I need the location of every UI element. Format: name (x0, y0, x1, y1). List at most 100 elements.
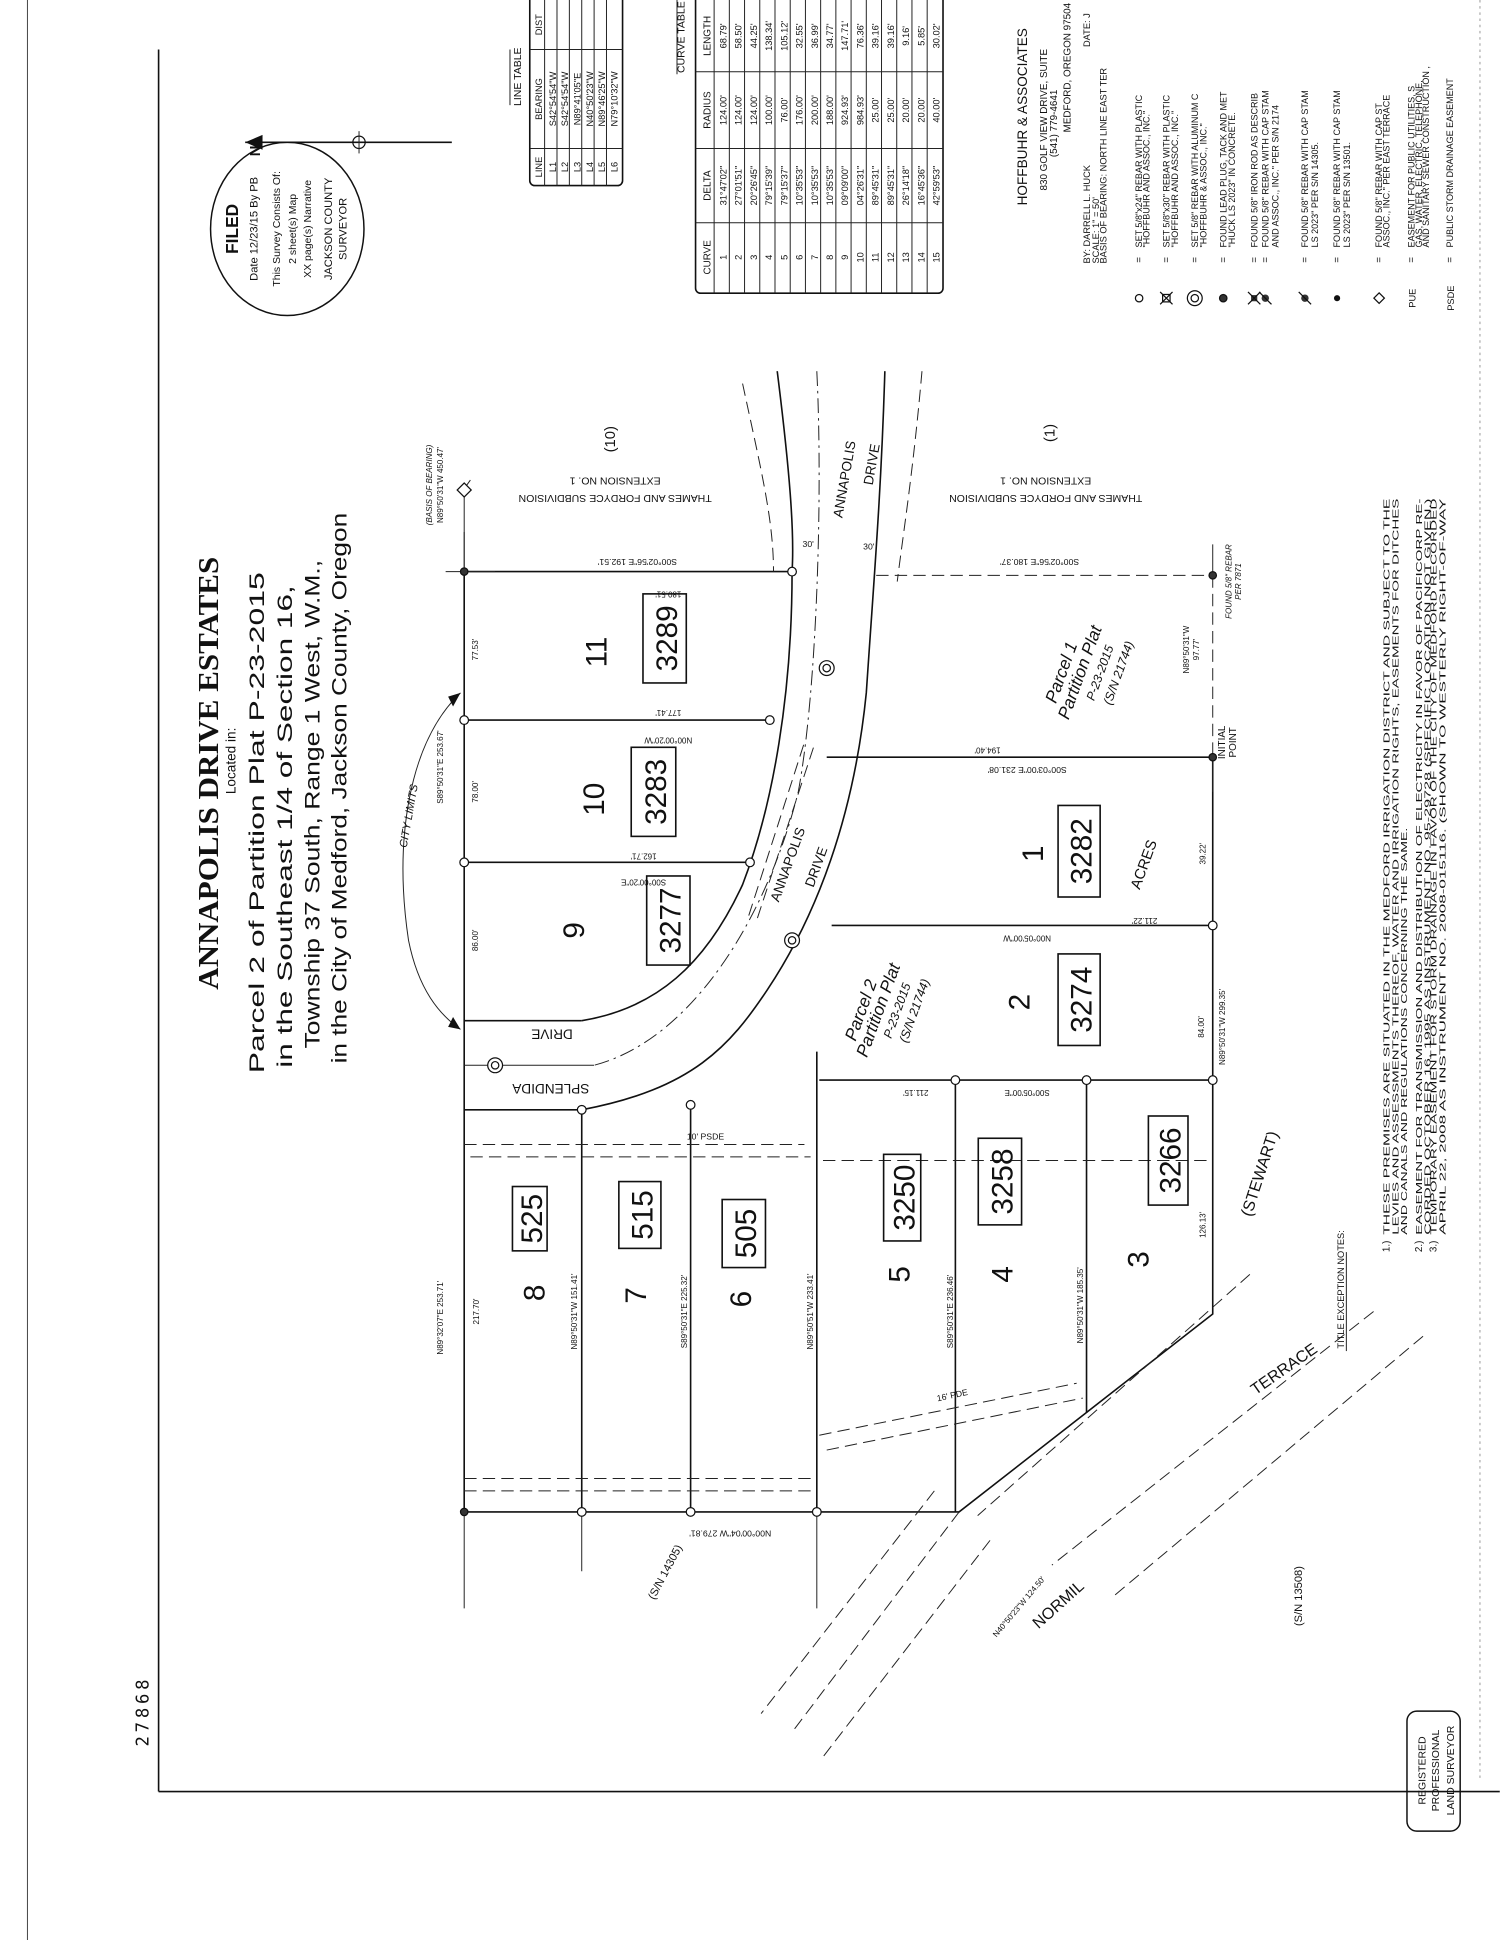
line-table-cell-line: L2 (560, 162, 570, 172)
curve-table-cell: 124.00' (749, 95, 759, 125)
street-annapolis-north: ANNAPOLIS (830, 440, 858, 519)
stamp-consists: This Survey Consists Of: (271, 171, 283, 287)
company-city: MEDFORD, OREGON 97504 (1062, 2, 1073, 132)
legend-equals: = (1300, 257, 1311, 263)
lot1-2-line: N00°05'00"W (1003, 933, 1051, 942)
north-line-1: S00°02'56"E 192.51' (597, 557, 677, 567)
legend-equals: = (1260, 257, 1271, 263)
legend-description: FOUND 5/8" REBAR WITH CAP ST (1374, 103, 1384, 248)
west-line-south: N89°32'07"E 253.71' (436, 1280, 445, 1354)
lot6-line: S89°50'31"E 225.32' (680, 1274, 689, 1348)
curve-table-title: CURVE TABLE (675, 1, 687, 73)
legend-description: FOUND 5/8" REBAR WITH CAP STAM (1260, 90, 1270, 247)
note-number: 2.) (1414, 1241, 1425, 1253)
lot-address: 525 (516, 1194, 549, 1244)
stamp-date: Date 12/23/15 By PB (249, 177, 261, 281)
dist-77: 77.53' (471, 638, 480, 660)
curve-table-cell: 147.71' (840, 21, 850, 51)
curve-table-cell: 32.55' (795, 23, 805, 48)
dist-126: 126.13' (1198, 1211, 1207, 1238)
curve-table-cell: 44.25' (749, 23, 759, 48)
title-location-line: in the City of Medford, Jackson County, … (329, 513, 352, 1064)
curve-table-cell: 11 (871, 253, 881, 263)
legend-description: "HUCK LS 2023" IN CONCRETE. (1227, 112, 1237, 247)
stamp-pages: XX page(s) Narrative (302, 180, 314, 278)
dist-84: 84.00' (1197, 1016, 1206, 1038)
legend-description: "HOFFBUHR AND ASSOC., INC." (1170, 111, 1180, 248)
curve-table-cell: 5.85' (916, 26, 926, 46)
legend-symbol-open-square-x-icon (1159, 291, 1173, 305)
lot-number: 8 (519, 1285, 552, 1302)
lot-number: 5 (884, 1266, 917, 1283)
curve-table-cell: 4 (764, 255, 774, 260)
city-limits-arrowheads (448, 692, 461, 1030)
curve-table-cell: 40.00' (932, 97, 942, 122)
legend-description: AND ASSOC., INC." PER S/N 2174 (1270, 105, 1280, 248)
survey-scale: SCALE: 1" = 50' (1091, 197, 1101, 264)
splendida-drive-lines (464, 1019, 582, 1111)
lot-address: 3266 (1155, 1128, 1188, 1194)
curve-table-cell: 7 (810, 255, 820, 260)
note-text: LEVIES AND ASSESSMENTS THEREOF, WATER AN… (1390, 498, 1400, 1235)
plat-title: ANNAPOLIS DRIVE ESTATES (194, 557, 225, 990)
lot11-10-line: N00°00'20"W (644, 735, 692, 744)
curve-table-cell: 76.00' (779, 97, 789, 122)
lot-lines (464, 719, 1213, 1512)
curve-table-cell: 25.00' (871, 97, 881, 122)
curve-table-cell: 58.50' (734, 23, 744, 48)
legend-description: SET 5/8"x24" REBAR WITH PLASTIC (1134, 94, 1144, 247)
title-location-line: in the Southeast 1/4 of Section 16, (274, 585, 297, 1068)
legend-description: FOUND 5/8" REBAR WITH CAP STAM (1332, 90, 1342, 247)
curve-table-cell: 13 (901, 252, 911, 262)
annapolis-centerline (593, 371, 820, 1066)
line-table-cell-bearing: S42°54'54"W (560, 71, 570, 126)
legend-equals: = (1161, 257, 1172, 263)
line-table-cell-line: L1 (548, 162, 558, 172)
n89-bearing: N89°50'31"W (1182, 625, 1191, 673)
lot-address: 3289 (651, 605, 684, 671)
curve-table-cell: 79°15'39" (764, 166, 774, 206)
curve-table-cell: 89°45'31" (871, 166, 881, 206)
easement-lines (464, 742, 1213, 1492)
note-number: 3.) (1429, 1241, 1440, 1253)
lot-address: 3277 (655, 887, 688, 953)
legend-description: FOUND LEAD PLUG, TACK AND MET (1218, 91, 1228, 247)
lot-address: 3258 (986, 1149, 1019, 1215)
line-table-title: LINE TABLE (512, 47, 524, 106)
legend-equals: = (1218, 257, 1229, 263)
found-rebar-ne: FOUND 5/8" REBAR (1224, 544, 1233, 619)
surveyor-stamp-text: REGISTERED (1417, 1736, 1429, 1805)
stamp-sheets: 2 sheet(s) Map (287, 194, 299, 264)
curve-table-cell: 188.00' (825, 95, 835, 125)
address-box (882, 1153, 922, 1242)
curve-table-cell: 10°35'53" (795, 166, 805, 206)
legend-abbreviation: PUE (1408, 289, 1418, 308)
lot7-line: N89°50'31"W 151.41' (570, 1273, 579, 1350)
legend-symbol-filled-dot-icon (1333, 295, 1341, 302)
curve-table-cell: 09°09'00" (840, 166, 850, 206)
curve-table-cell: 10 (855, 252, 865, 262)
curve-table-cell: 984.93' (855, 95, 865, 125)
lot11-10-dist: 177.41' (655, 708, 682, 717)
legend-description: "HOFFBUHR AND ASSOC., INC." (1142, 111, 1152, 248)
north-arrow-icon (245, 131, 452, 154)
legend-description: AND SANITARY SEWER CONSTRUCTION , (1421, 66, 1431, 247)
curve-table-cell: 26°14'18" (901, 166, 911, 206)
annapolis-outer-arcs (742, 371, 923, 582)
south-line: N00°00'04"W 279.81' (689, 1528, 771, 1538)
note-text: THESE PREMISES ARE SITUATED IN THE MEDFO… (1382, 498, 1392, 1235)
legend-description: SET 5/8"x30" REBAR WITH PLASTIC (1161, 94, 1171, 247)
legend-description: "HOFFBUHR & ASSOC., INC." (1199, 123, 1209, 247)
curve-table-cell: 20.00' (916, 97, 926, 122)
address-box (618, 1180, 662, 1250)
legend-symbol-slashed-circle-icon (1298, 291, 1312, 305)
lot4-line: S89°50'31"E 236.46' (946, 1274, 955, 1348)
legend-equals: = (1445, 257, 1456, 263)
line-table-header: BEARING (534, 78, 544, 120)
curve-table-cell: 15 (932, 252, 942, 262)
thames-ext-west: EXTENSION NO. 1 (569, 475, 660, 487)
line-table-cell-line: L3 (572, 162, 582, 172)
curve-table-header: DELTA (702, 170, 713, 201)
curve-table-header: RADIUS (702, 91, 713, 129)
company-address: 830 GOLF VIEW DRIVE, SUITE (1039, 49, 1050, 191)
